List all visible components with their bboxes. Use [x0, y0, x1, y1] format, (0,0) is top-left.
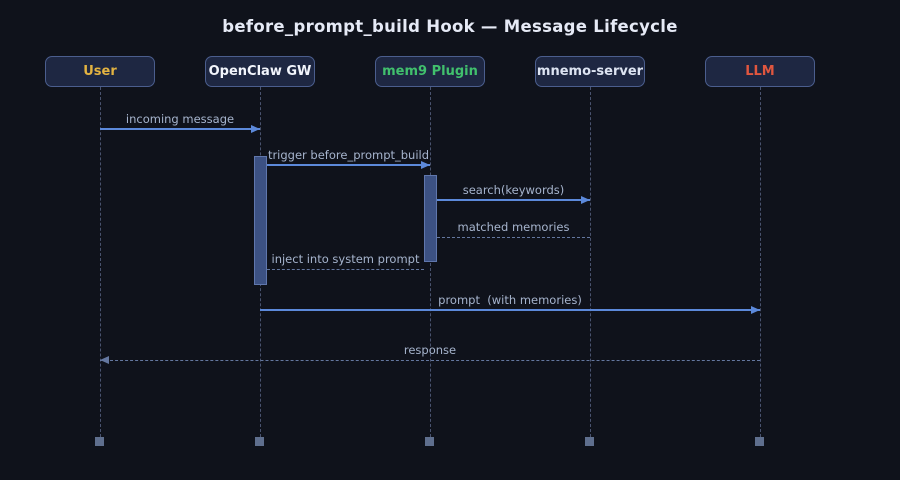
actor-box-mem9-plugin: mem9 Plugin — [375, 56, 485, 87]
lifeline-foot-llm — [755, 437, 764, 446]
lifeline-foot-mnemo-server — [585, 437, 594, 446]
arrow-line-dashed — [100, 360, 760, 361]
lifeline-foot-mem9-plugin — [425, 437, 434, 446]
actor-label-llm: LLM — [745, 64, 775, 79]
lifeline-user — [99, 87, 101, 437]
arrowhead-right-icon — [251, 125, 260, 133]
arrow-line — [100, 128, 260, 130]
message-label: incoming message — [125, 112, 235, 126]
message-label: response — [403, 343, 457, 357]
actor-label-user: User — [83, 64, 117, 79]
actor-label-openclaw-gw: OpenClaw GW — [208, 64, 312, 79]
message-label: search(keywords) — [462, 183, 565, 197]
actor-box-mnemo-server: mnemo-server — [535, 56, 645, 87]
lifeline-foot-openclaw-gw — [255, 437, 264, 446]
actor-box-user: User — [45, 56, 155, 87]
message-label: inject into system prompt — [271, 252, 420, 266]
message-prompt-with-memories: prompt (with memories) — [260, 285, 760, 314]
actor-label-mnemo-server: mnemo-server — [536, 64, 644, 79]
arrow-line — [267, 164, 430, 166]
arrowhead-right-icon — [421, 161, 430, 169]
lifeline-foot-user — [95, 437, 104, 446]
message-incoming-message: incoming message — [100, 104, 260, 133]
activation-bar-mem9-plugin — [424, 175, 437, 262]
message-label: prompt (with memories) — [438, 293, 582, 307]
lifeline-mem9-plugin — [429, 87, 431, 437]
message-trigger-before-prompt-build: trigger before_prompt_build — [267, 140, 430, 169]
actor-box-openclaw-gw: OpenClaw GW — [205, 56, 315, 87]
message-matched-memories: matched memories — [437, 212, 590, 238]
arrow-line — [437, 199, 590, 201]
message-label: matched memories — [457, 220, 570, 234]
diagram-title: before_prompt_build Hook — Message Lifec… — [222, 17, 678, 36]
actor-label-mem9-plugin: mem9 Plugin — [382, 64, 478, 79]
lifeline-llm — [759, 87, 761, 437]
arrow-line — [260, 309, 760, 311]
arrow-line-dashed — [437, 237, 590, 238]
arrowhead-right-icon — [581, 196, 590, 204]
arrow-line-dashed — [267, 269, 424, 270]
actor-box-llm: LLM — [705, 56, 815, 87]
activation-bar-openclaw-gw — [254, 156, 267, 285]
message-inject-into-system-prompt: inject into system prompt — [267, 244, 424, 270]
message-search-keywords: search(keywords) — [437, 175, 590, 204]
arrowhead-right-icon — [751, 306, 760, 314]
lifeline-mnemo-server — [589, 87, 591, 437]
message-response: response — [100, 335, 760, 364]
message-label: trigger before_prompt_build — [267, 148, 430, 162]
arrowhead-left-icon — [100, 356, 109, 364]
